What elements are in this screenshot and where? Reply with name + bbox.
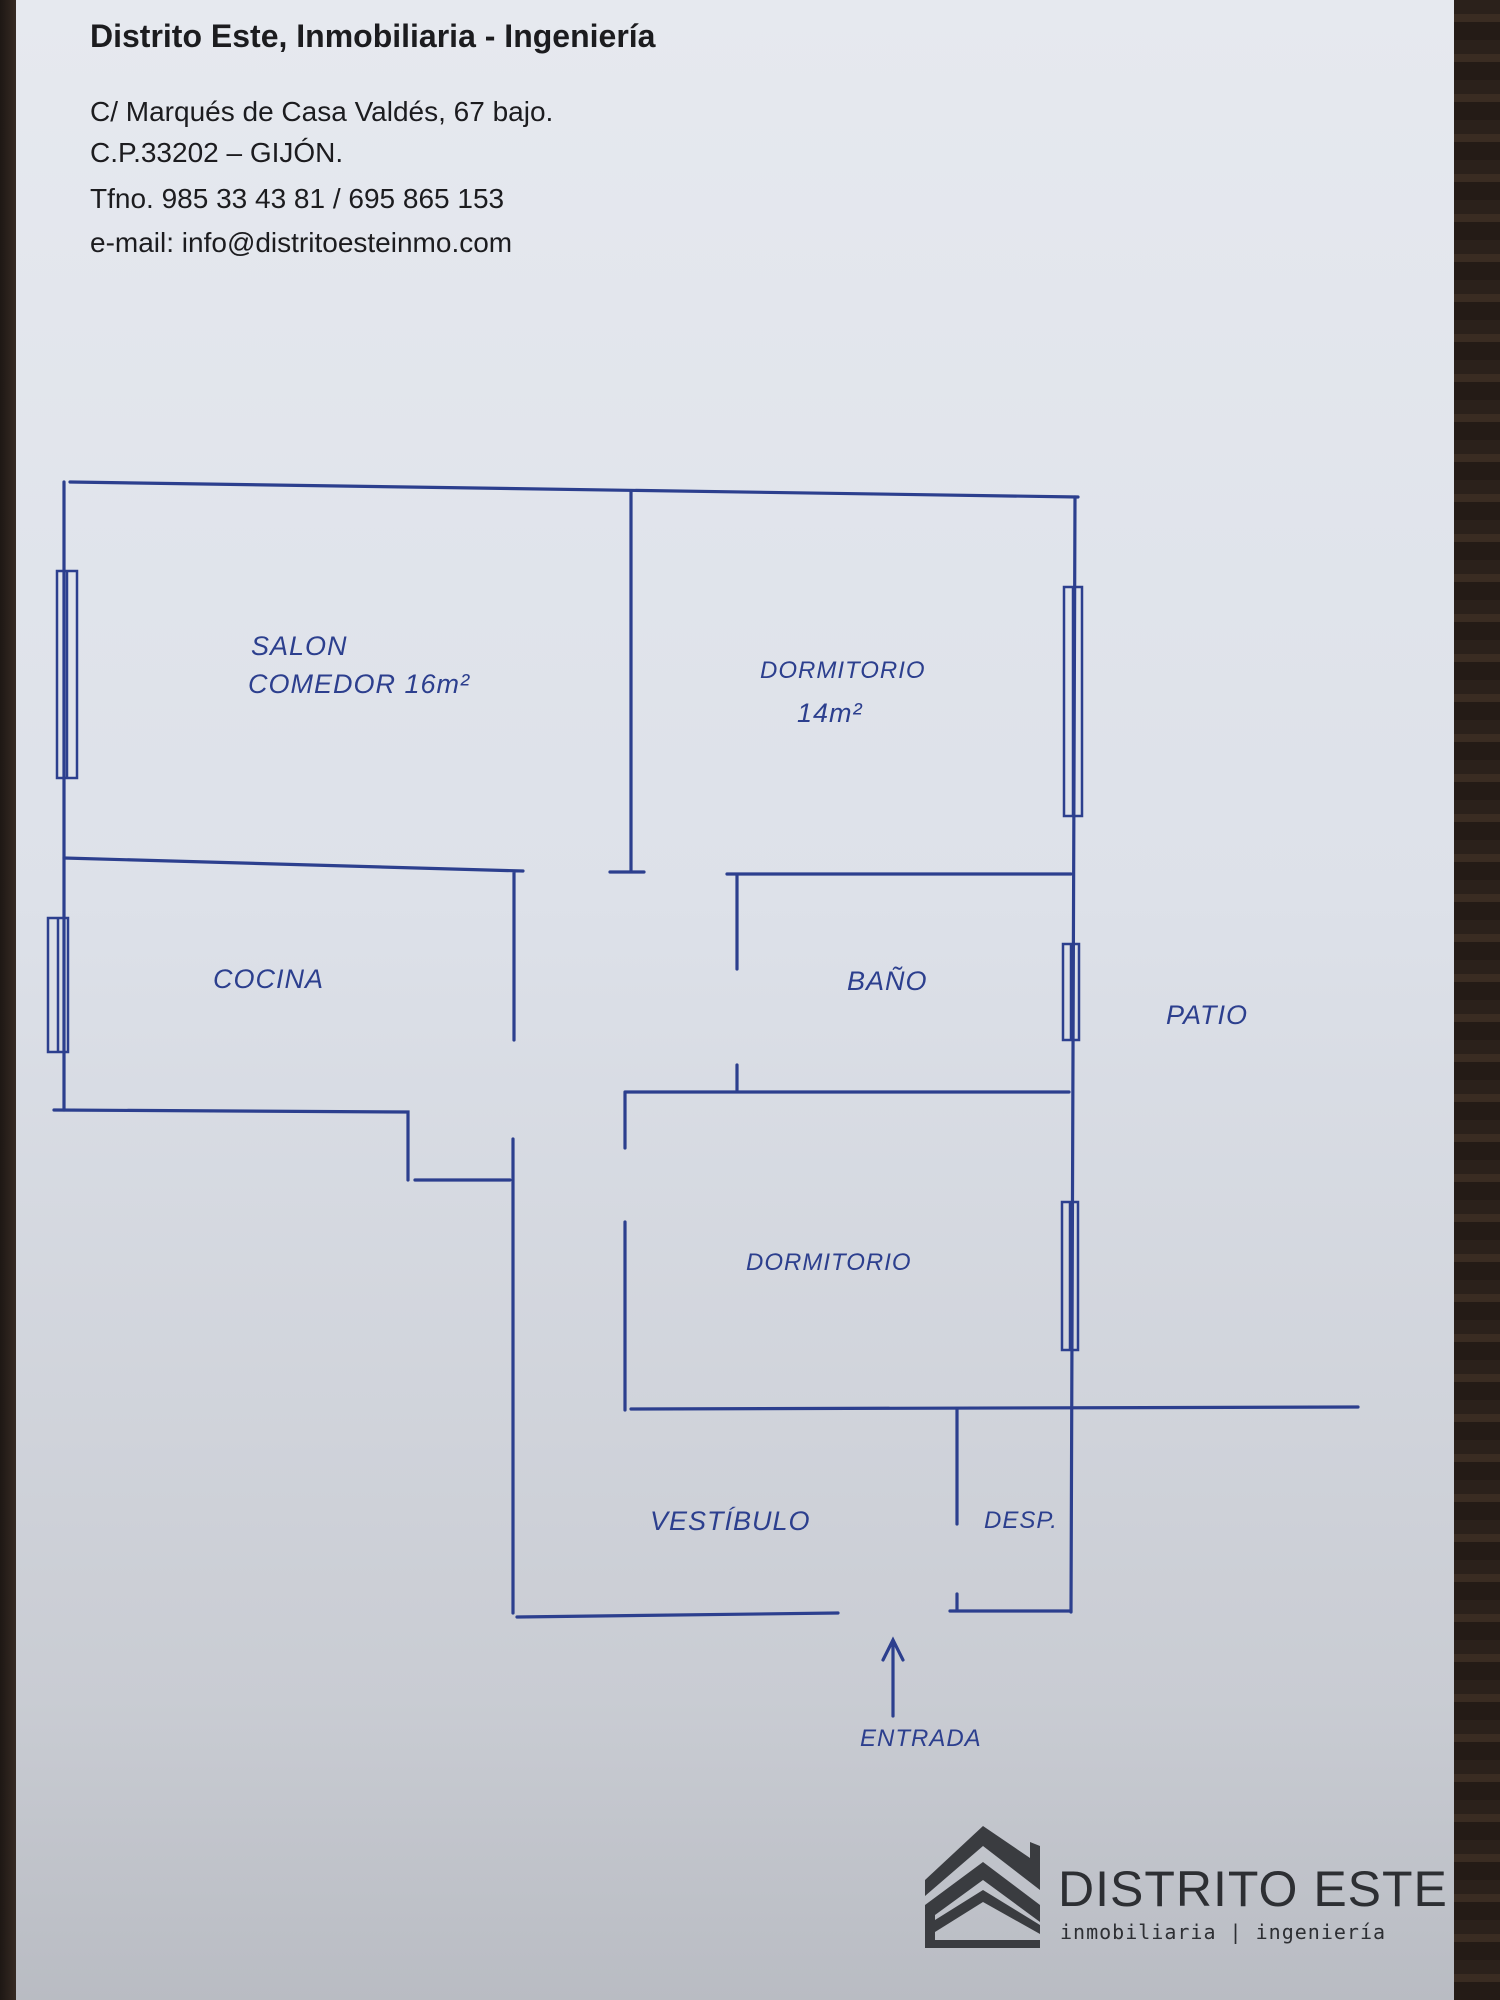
label-bano: BAÑO (847, 965, 928, 996)
company-address: C/ Marqués de Casa Valdés, 67 bajo. (90, 96, 554, 127)
entrance-arrow-icon (881, 1636, 905, 1718)
walls (52, 480, 1360, 1619)
dormitorio-bottom-wall (629, 1405, 1360, 1411)
table-surface-left (0, 0, 18, 2000)
windows (46, 569, 1084, 1352)
cocina-walls (62, 856, 525, 1042)
label-entrada: ENTRADA (860, 1725, 982, 1752)
right-wall (1069, 495, 1077, 1614)
bottom-wall (515, 1609, 1073, 1619)
label-despacho: DESP. (984, 1507, 1058, 1534)
label-cocina: COCINA (213, 964, 324, 994)
company-phone: Tfno. 985 33 43 81 / 695 865 153 (90, 183, 505, 214)
label-dormitorio-2: DORMITORIO (746, 1249, 912, 1276)
label-salon: SALON (251, 631, 348, 661)
logo-name: DISTRITO ESTE (1058, 1861, 1448, 1917)
label-comedor: COMEDOR 16m² (248, 669, 470, 699)
dormitorio-walls (623, 1090, 1071, 1412)
company-postal-code: C.P.33202 – GIJÓN. (90, 137, 344, 168)
bano-walls (725, 872, 1073, 1092)
logo-building-icon (925, 1826, 1040, 1948)
label-dormitorio-area: 14m² (797, 698, 863, 728)
logo-tagline: inmobiliaria | ingeniería (1060, 1920, 1387, 1944)
salon-dormitorio-partition (608, 489, 646, 874)
paper-sheet (16, 0, 1454, 2000)
label-vestibulo: VESTÍBULO (650, 1506, 811, 1536)
table-surface-right (1450, 0, 1500, 2000)
company-email: e-mail: info@distritoesteinmo.com (90, 227, 513, 258)
company-title: Distrito Este, Inmobiliaria - Ingeniería (90, 18, 656, 54)
label-patio: PATIO (1166, 1000, 1248, 1030)
label-dormitorio: DORMITORIO (760, 657, 926, 684)
top-wall (68, 480, 1080, 499)
cocina-bottom-wall (52, 1108, 512, 1182)
